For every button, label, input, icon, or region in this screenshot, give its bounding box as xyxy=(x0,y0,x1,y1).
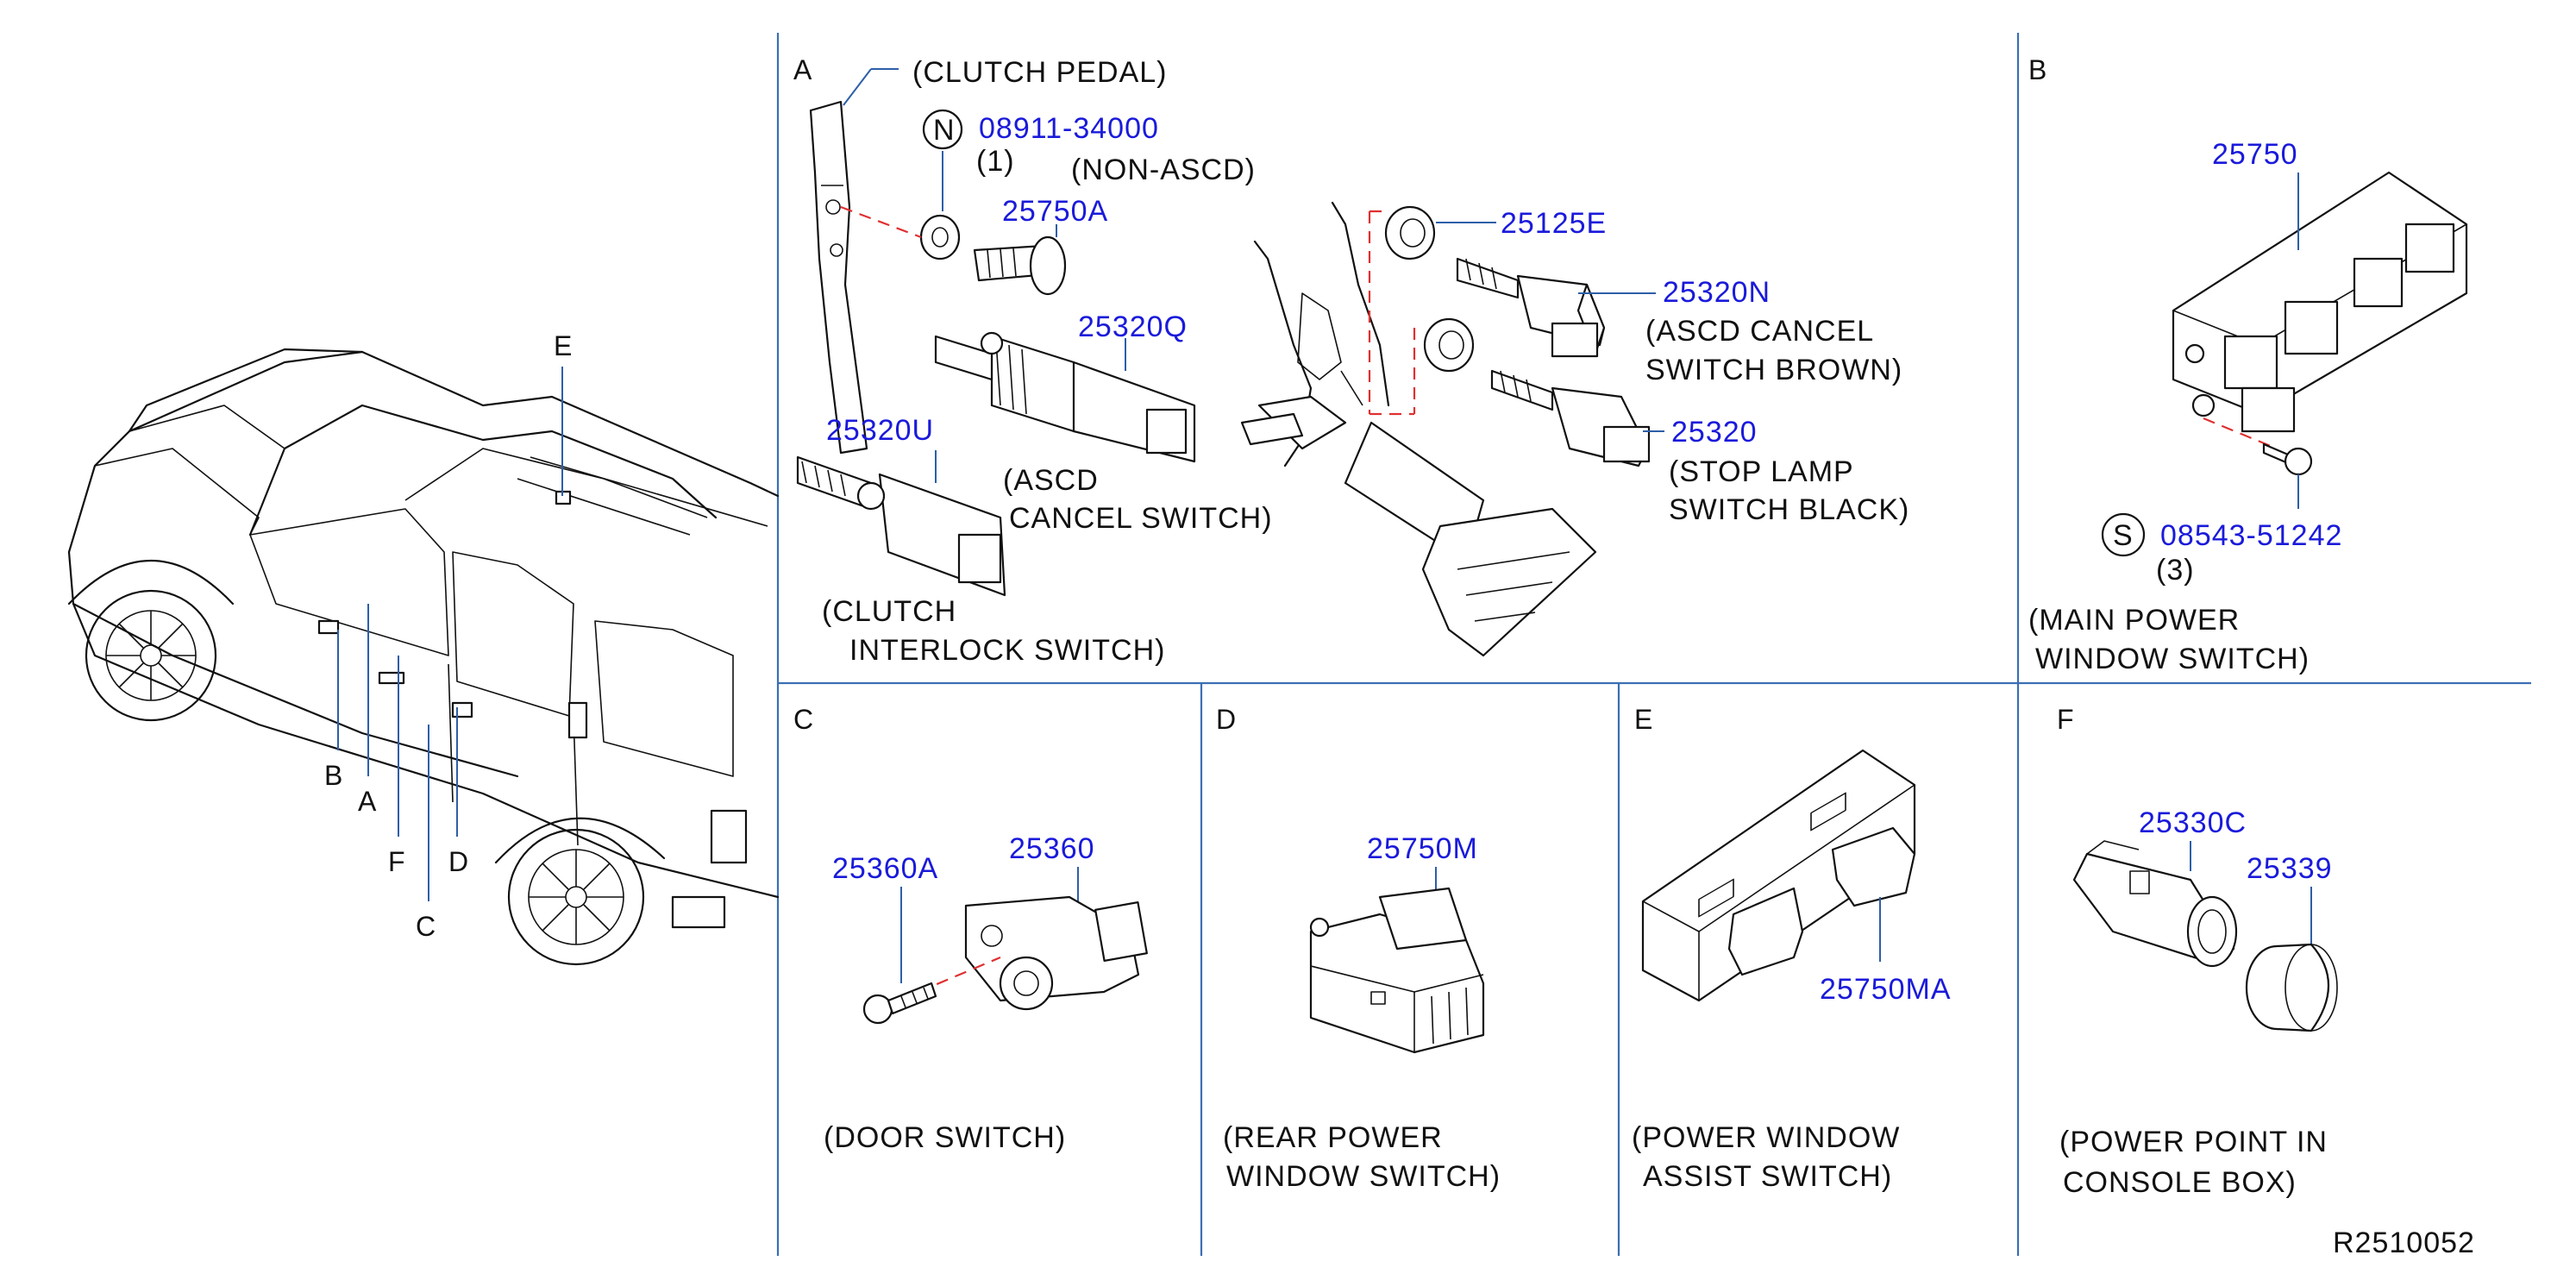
part-25320N: 25320N xyxy=(1663,276,1771,309)
clutch-pedal-arm xyxy=(809,100,868,455)
vehicle-callout-A: A xyxy=(358,786,377,817)
main-power-window-switch xyxy=(2172,171,2468,433)
power-point-label-2: CONSOLE BOX) xyxy=(2063,1166,2297,1199)
stopper-25750A xyxy=(973,235,1067,296)
diagram-id: R2510052 xyxy=(2333,1227,2475,1259)
main-power-label-2: WINDOW SWITCH) xyxy=(2035,643,2310,675)
stop-lamp-label-2: SWITCH BLACK) xyxy=(1669,493,1909,526)
section-letter-A: A xyxy=(793,54,812,85)
ascd-cancel-label-1: (ASCD xyxy=(1003,464,1099,497)
stop-25125E xyxy=(1384,205,1475,373)
vehicle-callout-F: F xyxy=(388,846,405,877)
section-letter-D: D xyxy=(1216,704,1236,735)
part-25750M: 25750M xyxy=(1367,832,1478,865)
switch-25320 xyxy=(1490,369,1651,467)
switch-25320Q xyxy=(934,331,1196,463)
non-ascd-label: (NON-ASCD) xyxy=(1071,154,1256,186)
clutch-pedal-label: (CLUTCH PEDAL) xyxy=(912,56,1167,89)
part-25750A: 25750A xyxy=(1002,195,1108,228)
ascd-brown-label-2: SWITCH BROWN) xyxy=(1645,354,1902,386)
part-08543-51242: 08543-51242 xyxy=(2160,519,2342,552)
part-25750MA: 25750MA xyxy=(1820,973,1952,1006)
vehicle-callout-E: E xyxy=(554,330,572,361)
main-power-label-1: (MAIN POWER xyxy=(2028,604,2240,637)
ascd-cancel-label-2: CANCEL SWITCH) xyxy=(1009,502,1273,535)
section-letter-B: B xyxy=(2028,54,2046,85)
section-letter-F: F xyxy=(2057,704,2074,735)
power-point-socket-25330C xyxy=(2072,840,2238,968)
stop-lamp-label-1: (STOP LAMP xyxy=(1669,455,1854,488)
switch-25320U xyxy=(796,455,1006,597)
part-25125E: 25125E xyxy=(1501,207,1607,240)
part-25320: 25320 xyxy=(1671,416,1758,449)
screw-symbol: S xyxy=(2113,519,2134,552)
power-window-assist-switch xyxy=(1641,749,1916,1002)
assist-label-1: (POWER WINDOW xyxy=(1632,1121,1900,1154)
screw-08543-51242 xyxy=(2262,442,2313,476)
clutch-interlock-label-2: INTERLOCK SWITCH) xyxy=(849,634,1165,667)
vehicle-callout-leaders xyxy=(337,367,563,901)
section-letter-E: E xyxy=(1634,704,1652,735)
vehicle-callout-D: D xyxy=(448,846,468,877)
section-letter-C: C xyxy=(793,704,813,735)
door-switch-25360 xyxy=(964,895,1148,1011)
vehicle-callout-C: C xyxy=(416,911,436,942)
screw-symbol-circle xyxy=(2101,512,2146,557)
part-25320U: 25320U xyxy=(826,414,934,447)
panel-dividers xyxy=(776,33,2531,1256)
ascd-brown-label-1: (ASCD CANCEL xyxy=(1645,315,1874,348)
part-25320Q: 25320Q xyxy=(1078,311,1188,343)
rear-power-window-switch xyxy=(1309,887,1485,1054)
door-switch-label: (DOOR SWITCH) xyxy=(824,1121,1066,1154)
assist-label-2: ASSIST SWITCH) xyxy=(1643,1160,1892,1193)
part-25360A: 25360A xyxy=(832,852,938,885)
switch-25320N xyxy=(1456,257,1606,358)
power-point-label-1: (POWER POINT IN xyxy=(2059,1126,2328,1158)
brake-pedal-assembly xyxy=(1240,201,1597,657)
vehicle-callout-B: B xyxy=(324,760,342,791)
screw-25360A xyxy=(862,982,937,1025)
nut-qty: (1) xyxy=(976,145,1015,178)
nut-symbol-circle xyxy=(922,109,963,150)
nut-symbol: N xyxy=(933,114,956,147)
part-25360: 25360 xyxy=(1009,832,1095,865)
vehicle-illustration xyxy=(67,348,780,966)
part-25339: 25339 xyxy=(2247,852,2333,885)
part-25750: 25750 xyxy=(2212,138,2298,171)
clutch-interlock-label-1: (CLUTCH xyxy=(822,595,956,628)
rear-power-label-2: WINDOW SWITCH) xyxy=(1226,1160,1501,1193)
nut-part xyxy=(919,214,961,260)
power-point-cap-25339 xyxy=(2245,943,2338,1032)
screw-qty: (3) xyxy=(2156,554,2195,587)
part-08911-34000: 08911-34000 xyxy=(979,112,1159,145)
rear-power-label-1: (REAR POWER xyxy=(1223,1121,1443,1154)
part-25330C: 25330C xyxy=(2139,806,2247,839)
